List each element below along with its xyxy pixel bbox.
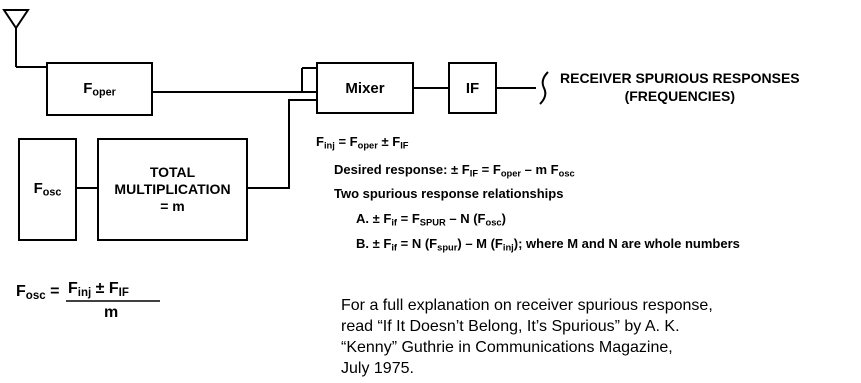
foper-label: Foper [83, 79, 116, 99]
output-label-line1: RECEIVER SPURIOUS RESPONSES [560, 70, 800, 86]
mixer-block: Mixer [316, 62, 414, 114]
multiplication-line1: TOTAL [149, 164, 196, 180]
reference-note: For a full explanation on receiver spuri… [341, 295, 861, 379]
fosc-label: Fosc [33, 180, 62, 199]
fosc-formula-numerator: Finj ± FIF [68, 280, 129, 299]
reference-note-line2: read “If It Doesn’t Belong, It’s Spuriou… [341, 318, 680, 335]
if-block: IF [448, 62, 497, 114]
output-label: RECEIVER SPURIOUS RESPONSES (FREQUENCIES… [560, 69, 800, 105]
reference-note-line4: July 1975. [341, 360, 414, 377]
fosc-block: Fosc [18, 138, 77, 241]
foper-block: Foper [46, 62, 153, 116]
relationship-a: A. ± Fif = FSPUR – N (Fosc) [356, 211, 506, 228]
mixer-label: Mixer [345, 79, 385, 97]
relationship-b: B. ± Fif = N (Fspur) – M (Finj); where M… [356, 236, 740, 253]
finj-equation: Finj = Foper ± FIF [316, 134, 409, 151]
wire-multiplier-mixer [248, 99, 316, 189]
multiplication-block: TOTAL MULTIPLICATION = m [97, 138, 248, 241]
reference-note-line1: For a full explanation on receiver spuri… [341, 297, 713, 314]
output-brace [539, 71, 549, 105]
multiplication-line3: = m [160, 198, 185, 214]
if-label: IF [465, 79, 480, 97]
reference-note-line3: “Kenny” Guthrie in Communications Magazi… [341, 339, 673, 356]
antenna-icon [2, 9, 46, 68]
multiplication-line2: MULTIPLICATION [114, 181, 231, 197]
fosc-formula-denominator: m [104, 304, 119, 321]
output-label-line2: (FREQUENCIES) [624, 88, 736, 104]
relationships-title: Two spurious response relationships [334, 186, 564, 201]
desired-response: Desired response: ± FIF = Foper – m Fosc [334, 162, 575, 179]
fosc-formula-lhs: Fosc = [16, 283, 60, 302]
